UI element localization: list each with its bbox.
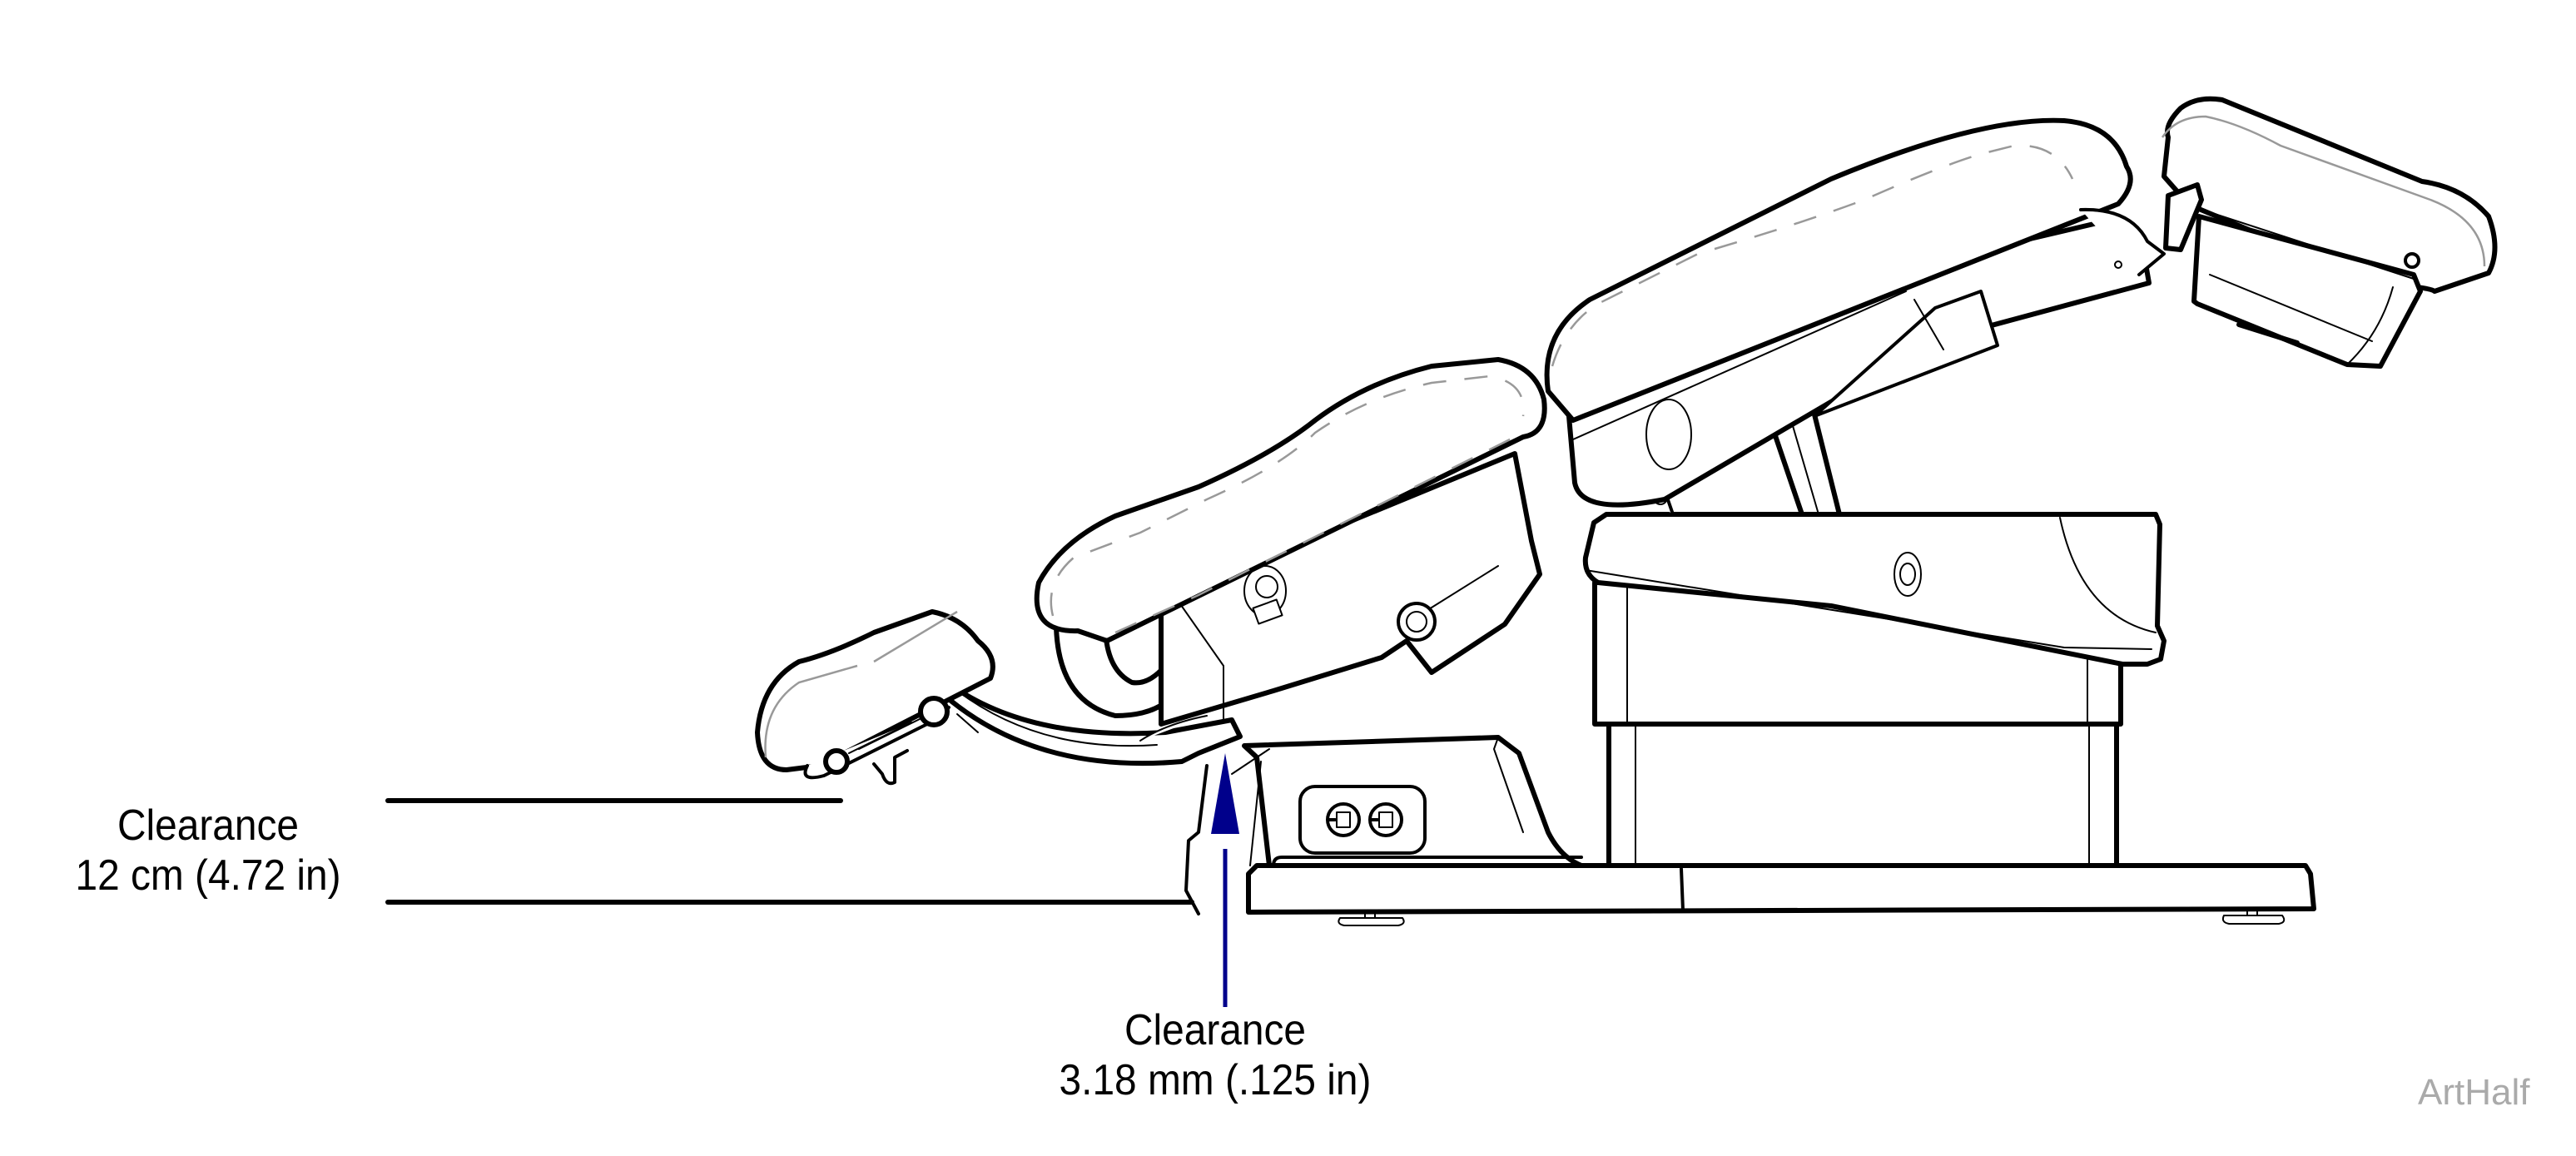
base-clearance-title: Clearance [1124,1006,1307,1054]
watermark: ArtHalf [2418,1072,2530,1113]
base-plate [1246,863,2316,926]
footrest [755,609,995,786]
base-clearance-value: 3.18 mm (.125 in) [1059,1056,1372,1104]
leg-clearance-value: 12 cm (4.72 in) [75,851,341,900]
electrical-outlet-icon [1368,802,1403,837]
leg-clearance-dimension [385,798,1194,905]
headrest [2161,96,2498,369]
seat-carriage [1582,512,2167,667]
leg-clearance-callout: Clearance 12 cm (4.72 in) [47,801,369,900]
backrest-cushion [1544,117,2166,508]
power-shroud [1184,735,1584,915]
electrical-outlet-icon [1326,802,1361,837]
leg-clearance-title: Clearance [117,801,300,850]
clearance-arrow-icon [1211,753,1239,1007]
seat-cushion [1034,357,1547,727]
base-clearance-callout: Clearance 3.18 mm (.125 in) [1000,1005,1429,1105]
